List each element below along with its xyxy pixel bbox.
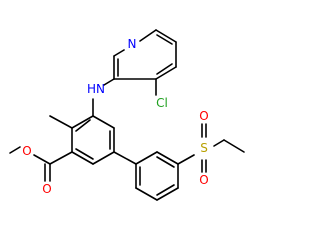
- bond-ring-right: [156, 151, 179, 165]
- atom-label-layer: N HN Cl S O O O O: [22, 37, 208, 196]
- bond-c-s: [177, 154, 195, 165]
- atom-label-ester-oxygen: O: [22, 144, 31, 158]
- atom-label-sulfur: S: [200, 141, 208, 155]
- bond-o-methyl: [9, 146, 21, 154]
- bond-ring-pyridine: [139, 29, 157, 42]
- bond-ring-pyridine-inner: [156, 34, 173, 45]
- bond-ring-central-inner: [75, 119, 91, 132]
- structure-canvas: N HN Cl S O O O O: [9, 29, 245, 201]
- bond-s-ethyl: [213, 139, 225, 147]
- bond-ring-central: [71, 151, 94, 165]
- bond-ring-carbonyl: [49, 151, 73, 165]
- atom-label-chlorine: Cl: [156, 96, 168, 110]
- bond-ring-pyridine: [113, 49, 125, 57]
- bond-ring-central: [92, 151, 115, 165]
- bond-ring-pyridine: [155, 29, 177, 43]
- bond-ring-right: [135, 187, 158, 201]
- bond-ring-right-inner: [156, 156, 175, 168]
- atom-label-carbonyl-oxygen: O: [42, 182, 51, 196]
- bond-ring-right: [156, 187, 179, 201]
- bond-ring-right-inner: [156, 184, 175, 196]
- atom-label-sulfonyl-oxygen-top: O: [199, 109, 208, 123]
- bond-ring-right: [135, 151, 158, 165]
- bond-ring-central: [92, 115, 115, 129]
- bond-c-methyl-ring: [71, 115, 94, 129]
- bond-ring-pyridine: [155, 66, 177, 80]
- atom-label-amine: HN: [87, 82, 105, 96]
- molecule-diagram: N HN Cl S O O O O: [9, 29, 245, 201]
- bond-ring-central-inner: [75, 148, 94, 160]
- bond-biaryl: [113, 151, 137, 165]
- bond-layer: [9, 29, 245, 201]
- bond-c-o-single: [33, 154, 51, 165]
- bond-methyl: [49, 115, 73, 129]
- bond-ring-pyridine-inner: [156, 63, 173, 75]
- atom-label-pyridine-n: N: [128, 37, 137, 51]
- bond-ethyl: [223, 139, 245, 153]
- bond-nh-pyridine: [103, 78, 115, 86]
- atom-label-sulfonyl-oxygen-bottom: O: [199, 173, 208, 187]
